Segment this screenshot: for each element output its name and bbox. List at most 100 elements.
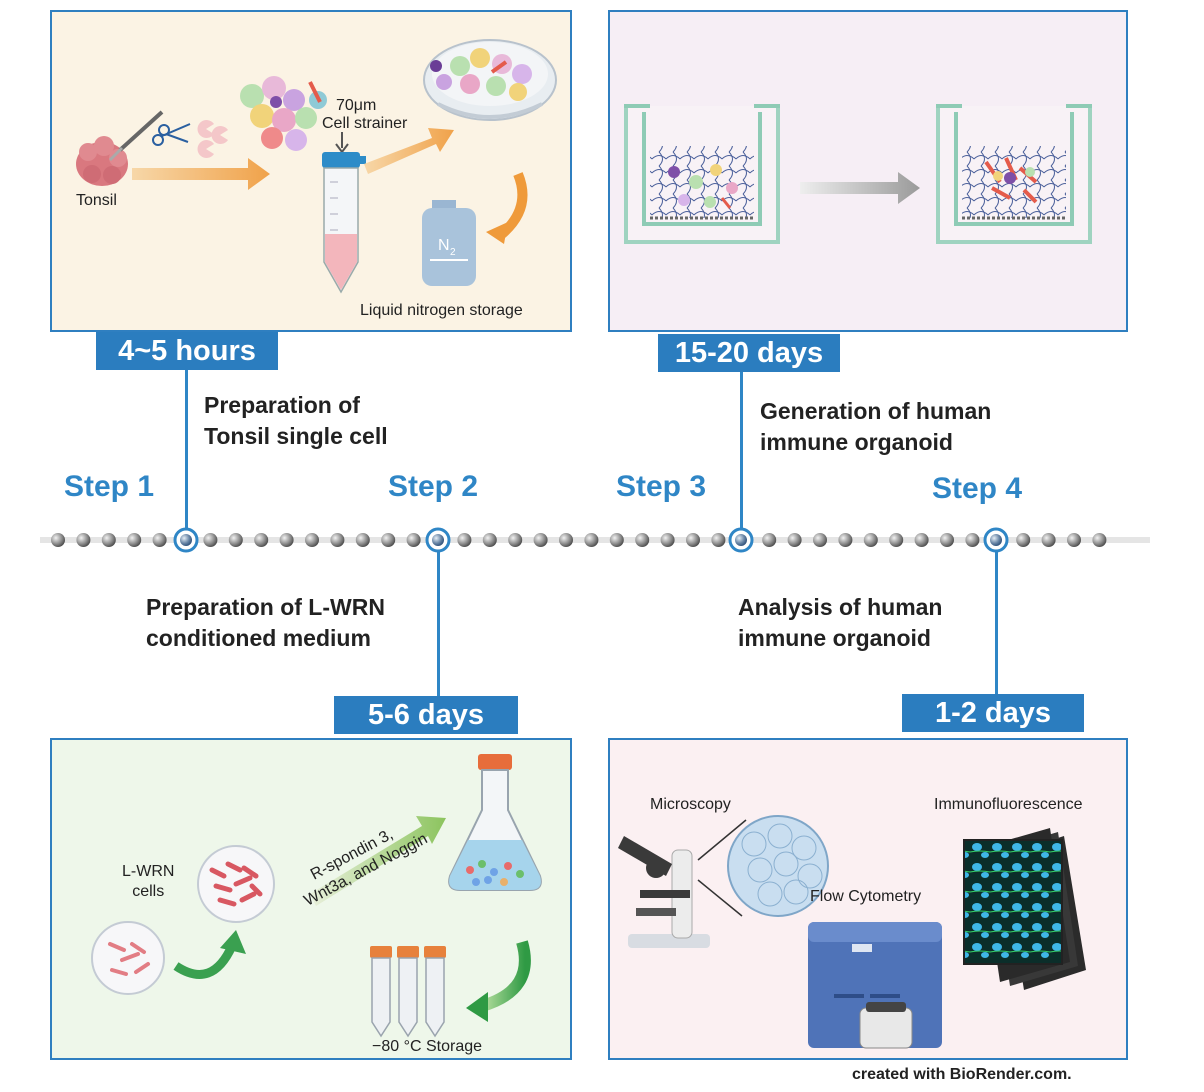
description-step3-line1: Generation of human	[760, 398, 992, 424]
immunofluorescence-stack-icon	[963, 828, 1086, 990]
timeline-node-step2	[425, 527, 451, 553]
timeline-bead	[1041, 533, 1056, 547]
step-label-3: Step 3	[616, 470, 707, 503]
lwrn-cells-label: L-WRN cells	[122, 862, 174, 902]
microscope-icon	[618, 836, 710, 948]
culture-dish-icon	[197, 845, 275, 923]
description-step2-line1: Preparation of L-WRN	[146, 594, 385, 620]
tank-label-sub: 2	[450, 247, 456, 258]
culture-dish-icon	[91, 921, 165, 995]
timeline-bead	[482, 533, 497, 547]
timeline-bead	[838, 533, 853, 547]
strainer-label-line1: 70μm	[336, 97, 376, 114]
immunofluorescence-label: Immunofluorescence	[934, 796, 1083, 813]
cryo-tube-icon	[397, 946, 419, 1038]
timeline-bead	[533, 533, 548, 547]
description-step4-line2: immune organoid	[738, 625, 931, 651]
timeline-bead	[51, 533, 65, 547]
tank-label: N	[438, 237, 450, 254]
timeline-bead	[787, 533, 802, 547]
cryo-tube-icon	[370, 946, 392, 1038]
transwell-illustration	[624, 104, 1092, 244]
arrow-icon	[364, 128, 454, 174]
timeline-bead	[279, 533, 294, 547]
timeline-bead	[127, 533, 142, 547]
description-step4-line1: Analysis of human	[738, 594, 943, 620]
lwrn-cells-line2: cells	[132, 883, 165, 900]
timeline-node-step3	[728, 527, 754, 553]
timeline-bead	[305, 533, 319, 547]
connector-step3	[740, 372, 743, 540]
timeline-bead	[508, 533, 523, 547]
connector-step1	[185, 370, 188, 540]
timeline-bead	[762, 533, 777, 547]
timeline-bead	[1067, 533, 1081, 547]
lwrn-cells-line1: L-WRN	[122, 863, 175, 880]
timeline-bead	[863, 533, 878, 547]
timeline-bead	[711, 533, 726, 547]
transwell-icon	[936, 104, 1092, 244]
curved-arrow-icon	[480, 940, 531, 1012]
timeline-bead	[609, 533, 624, 547]
description-step1: Preparation of Tonsil single cell	[204, 390, 388, 452]
timeline-bead	[228, 533, 243, 547]
tonsil-prep-illustration: 70μm Cell strainer	[76, 39, 557, 294]
description-step1-line1: Preparation of	[204, 392, 360, 418]
panel-organoid-analysis: Microscopy Flow Cytometry Immunofluoresc…	[608, 738, 1128, 1060]
timeline-bead	[940, 533, 954, 547]
description-step2-line2: conditioned medium	[146, 625, 371, 651]
timeline-bead	[254, 533, 269, 547]
timeline-bead	[559, 533, 573, 547]
scalpel-icon	[108, 110, 164, 162]
transwell-icon	[624, 104, 780, 244]
petri-dish-icon	[423, 39, 557, 121]
falcon-tube-icon	[322, 152, 366, 294]
duration-badge-step1: 4~5 hours	[96, 332, 278, 370]
description-step3-line2: immune organoid	[760, 429, 953, 455]
cell-magnify-icon	[727, 815, 829, 917]
biorender-credit: created with BioRender.com.	[852, 1066, 1072, 1083]
curved-arrow-icon	[498, 172, 528, 238]
timeline-node-step1	[173, 527, 199, 553]
flask-icon	[448, 754, 542, 891]
timeline-bead	[813, 533, 827, 547]
timeline-bead	[965, 533, 980, 547]
timeline-bead	[914, 533, 929, 547]
timeline	[40, 527, 1150, 553]
description-step2: Preparation of L-WRN conditioned medium	[146, 592, 385, 654]
timeline-bead	[889, 533, 904, 547]
tonsil-icon	[76, 136, 128, 186]
timeline-bead	[330, 533, 345, 547]
minus80-storage-label: −80 °C Storage	[372, 1038, 483, 1055]
lwrn-illustration: R-spondin 3, Wnt3a, and Noggin	[91, 754, 542, 1038]
panel-tonsil-preparation: 70μm Cell strainer	[50, 10, 572, 332]
timeline-bead	[1016, 533, 1031, 547]
timeline-bead	[660, 533, 675, 547]
step-label-4: Step 4	[932, 472, 1023, 505]
timeline-bead	[1092, 533, 1107, 547]
timeline-bead	[686, 533, 700, 547]
connector-step4	[995, 540, 998, 694]
strainer-label-line2: Cell strainer	[322, 115, 408, 132]
enzyme-icon	[197, 120, 228, 158]
arrow-icon	[800, 172, 920, 204]
arrow-icon	[132, 158, 270, 190]
duration-badge-step4: 1-2 days	[902, 694, 1084, 732]
scissors-icon	[152, 123, 191, 146]
timeline-node-step4	[983, 527, 1009, 553]
timeline-bead	[457, 533, 472, 547]
description-step1-line2: Tonsil single cell	[204, 423, 388, 449]
description-step3: Generation of human immune organoid	[760, 396, 991, 458]
timeline-bead	[584, 533, 599, 547]
description-step4: Analysis of human immune organoid	[738, 592, 942, 654]
liquid-nitrogen-label: Liquid nitrogen storage	[360, 302, 523, 319]
timeline-bead	[101, 533, 116, 547]
timeline-bead	[381, 533, 396, 547]
analysis-illustration	[618, 815, 1086, 1049]
timeline-beads	[51, 533, 1107, 547]
duration-badge-step2: 5-6 days	[334, 696, 518, 734]
panel-lwrn-medium: R-spondin 3, Wnt3a, and Noggin L-WRN cel…	[50, 738, 572, 1060]
microscopy-label: Microscopy	[650, 796, 731, 813]
timeline-bead	[406, 533, 421, 547]
timeline-bead	[355, 533, 370, 547]
